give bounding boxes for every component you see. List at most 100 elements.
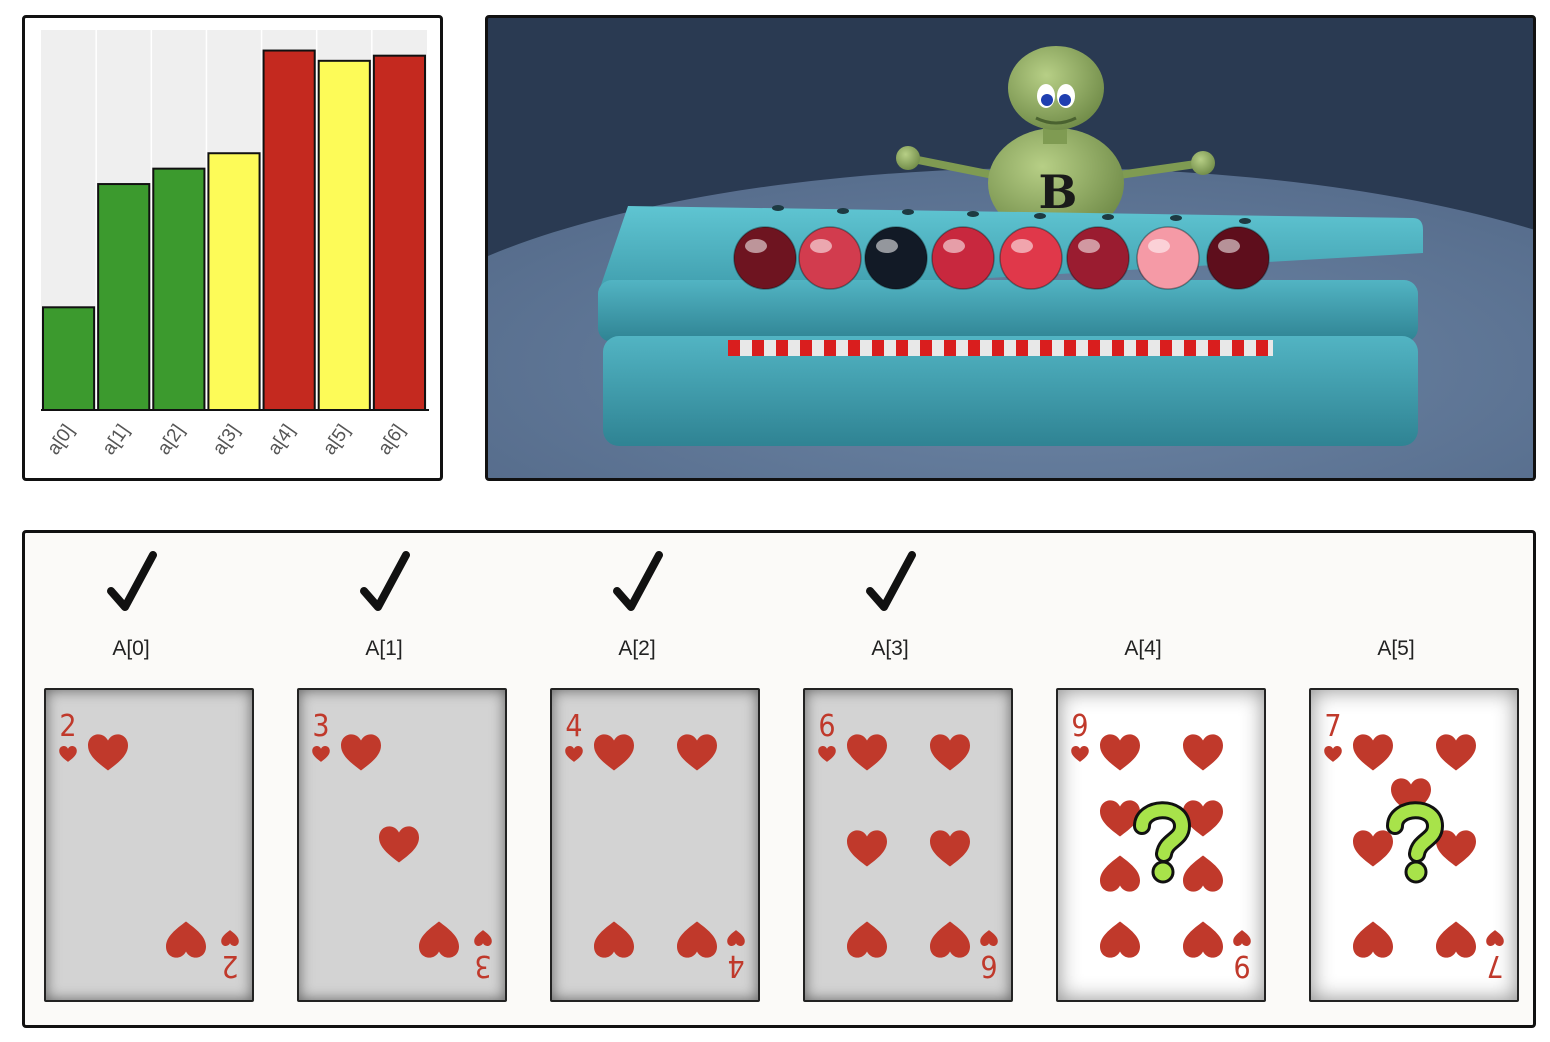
- card-index-label: A[5]: [1377, 637, 1415, 660]
- card-corner-rank: 9: [1233, 948, 1250, 983]
- heart-icon: [594, 921, 634, 958]
- card-corner-rank: 3: [312, 709, 329, 744]
- ball-3[interactable]: [931, 226, 995, 290]
- ball-4[interactable]: [999, 226, 1063, 290]
- card-index-label: A[1]: [365, 637, 403, 660]
- tick-label-a[6]: a[6]: [374, 421, 409, 459]
- heart-icon: [677, 921, 717, 958]
- ball-highlight: [745, 239, 767, 253]
- heart-icon: [474, 930, 492, 947]
- heart-icon: [1486, 930, 1504, 947]
- bar-a[5][interactable]: [317, 59, 371, 411]
- card-corner-rank: 3: [474, 948, 491, 983]
- heart-icon: [1100, 921, 1140, 958]
- heart-icon: [88, 734, 128, 771]
- ball-highlight: [1078, 239, 1100, 253]
- heart-icon: [930, 734, 970, 771]
- heart-icon: [221, 930, 239, 947]
- ball-7[interactable]: [1206, 226, 1270, 290]
- ball-highlight: [876, 239, 898, 253]
- heart-icon: [930, 830, 970, 867]
- heart-icon: [1100, 800, 1140, 837]
- heart-icon: [379, 826, 419, 863]
- heart-icon: [1324, 745, 1342, 762]
- ball-track: [598, 205, 1423, 446]
- heart-icon: [847, 921, 887, 958]
- bar-chart-panel: a[0] a[1] a[2] a[3] a[4] a[5] a[6]: [22, 15, 443, 481]
- card-corner-rank: 6: [818, 709, 835, 744]
- card-index-label: A[0]: [112, 637, 150, 660]
- bar-a[6][interactable]: [372, 54, 427, 411]
- heart-icon: [59, 745, 77, 762]
- tick-label-a[0]: a[0]: [43, 421, 78, 459]
- bar-chart: a[0] a[1] a[2] a[3] a[4] a[5] a[6]: [41, 30, 429, 459]
- heart-icon: [419, 921, 459, 958]
- bar-a[4][interactable]: [262, 49, 316, 412]
- card-corner-rank: 7: [1486, 948, 1503, 983]
- bar-a[1][interactable]: [97, 183, 151, 411]
- ball-highlight: [1218, 239, 1240, 253]
- robot-badge-letter: B: [1039, 165, 1078, 219]
- checkmark-icon: [784, 541, 996, 621]
- checkmark-icon: [531, 541, 743, 621]
- ball-1[interactable]: [798, 226, 862, 290]
- bar-a[2][interactable]: [152, 167, 206, 411]
- heart-icon: [980, 930, 998, 947]
- heart-icon: [847, 734, 887, 771]
- heart-icon: [594, 734, 634, 771]
- heart-icon: [312, 745, 330, 762]
- heart-icon: [818, 745, 836, 762]
- heart-icon: [727, 930, 745, 947]
- tick-label-a[3]: a[3]: [209, 421, 244, 459]
- card-corner-rank: 2: [221, 948, 238, 983]
- tick-label-a[4]: a[4]: [264, 421, 299, 459]
- card-index-label: A[2]: [618, 637, 656, 660]
- heart-icon: [1183, 800, 1223, 837]
- heart-icon: [1233, 930, 1251, 947]
- ball-0[interactable]: [733, 226, 797, 290]
- heart-icon: [1436, 830, 1476, 867]
- ball-5[interactable]: [1066, 226, 1130, 290]
- checkmark-icon: [278, 541, 490, 621]
- card-corner-rank: 9: [1071, 709, 1088, 744]
- heart-icon: [1183, 734, 1223, 771]
- ball-highlight: [810, 239, 832, 253]
- card-corner-rank: 4: [727, 948, 744, 983]
- tick-label-a[5]: a[5]: [319, 421, 354, 459]
- ball-2[interactable]: [864, 226, 928, 290]
- heart-icon: [930, 921, 970, 958]
- heart-icon: [1071, 745, 1089, 762]
- heart-icon: [341, 734, 381, 771]
- heart-icon: [1183, 921, 1223, 958]
- card-index-label: A[3]: [871, 637, 909, 660]
- heart-icon: [1100, 855, 1140, 892]
- card-corner-rank: 7: [1324, 709, 1341, 744]
- bar-a[3][interactable]: [207, 152, 261, 411]
- heart-icon: [1353, 830, 1393, 867]
- heart-icon: [1183, 855, 1223, 892]
- tick-label-a[1]: a[1]: [98, 421, 133, 459]
- heart-icon: [1353, 734, 1393, 771]
- question-mark-icon: [1130, 800, 1194, 884]
- heart-icon: [677, 734, 717, 771]
- question-mark-icon: [1383, 800, 1447, 884]
- robot-scene: B: [488, 46, 1533, 478]
- tick-label-a[2]: a[2]: [154, 421, 189, 459]
- ball-6[interactable]: [1136, 226, 1200, 290]
- heart-icon: [1100, 734, 1140, 771]
- ball-highlight: [943, 239, 965, 253]
- bar-a[0][interactable]: [42, 306, 96, 412]
- heart-icon: [847, 830, 887, 867]
- heart-icon: [166, 921, 206, 958]
